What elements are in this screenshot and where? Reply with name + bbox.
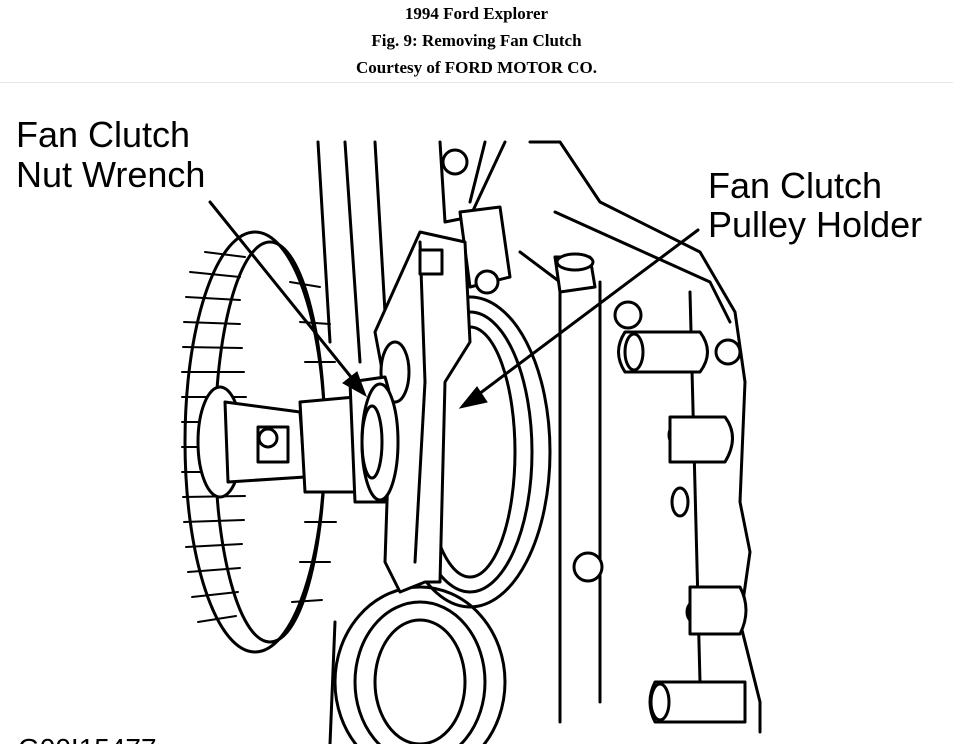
callout-pulley-holder-line1: Fan Clutch (708, 165, 882, 206)
bolt-icon (613, 300, 643, 330)
figure-credit: Courtesy of FORD MOTOR CO. (356, 58, 597, 77)
engine-block-drawing (518, 140, 762, 734)
bolt-icon (572, 551, 604, 583)
figure-code: G00I15477 (18, 733, 157, 744)
fan-clutch-removal-illustration: Fan Clutch Nut Wrench Fan Clutch Pulley … (16, 114, 922, 744)
figure-caption-header: 1994 Ford Explorer Fig. 9: Removing Fan … (0, 0, 953, 83)
callout-nut-wrench-line2: Nut Wrench (16, 154, 205, 195)
callout-nut-wrench-line1: Fan Clutch (16, 114, 190, 155)
vehicle-title: 1994 Ford Explorer (404, 4, 549, 23)
callout-pulley-holder-line2: Pulley Holder (708, 204, 922, 245)
fan-clutch-drawing (181, 230, 400, 654)
bolt-icon (714, 338, 742, 366)
leader-line-pulley-holder (458, 228, 700, 409)
figure-title: Fig. 9: Removing Fan Clutch (371, 31, 582, 50)
leader-line-nut-wrench (208, 200, 367, 398)
